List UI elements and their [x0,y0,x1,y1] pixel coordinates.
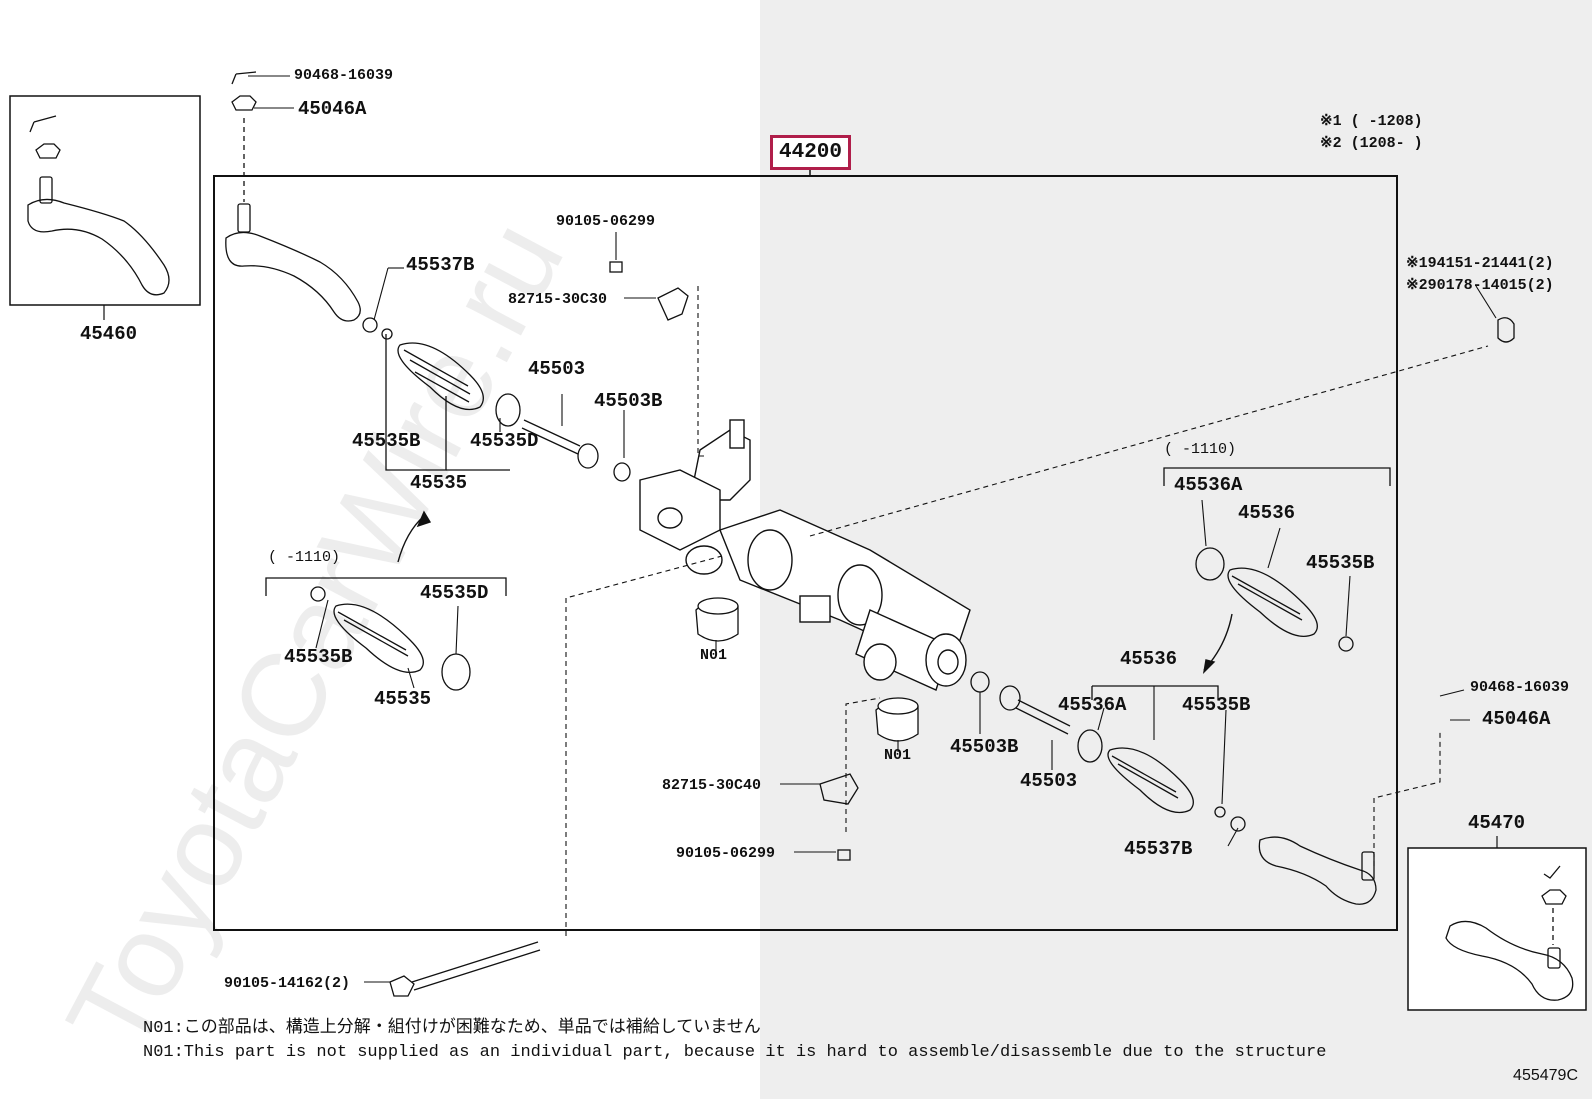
arrow-icon [397,510,1233,675]
part-90468-16039-top[interactable]: 90468-16039 [294,67,394,84]
part-45535d-inset[interactable]: 45535D [420,582,489,604]
assembly-frame [213,175,1398,931]
part-90105-06299-bottom[interactable]: 90105-06299 [676,845,776,862]
bracket-icon [389,261,859,997]
part-45537b-right[interactable]: 45537B [1124,838,1193,860]
legend-line-1: ※1 ( -1208) [1320,113,1423,130]
part-45503-lower[interactable]: 45503 [1020,770,1078,792]
part-45535-inset[interactable]: 45535 [374,688,432,710]
part-45536-right[interactable]: 45536 [1238,502,1296,524]
part-45537b-left[interactable]: 45537B [406,254,475,276]
tie-rod-end-icon [27,115,170,296]
range-label-left: ( -1110) [268,549,341,566]
steering-gear-housing-icon [639,419,971,691]
part-45503b-left[interactable]: 45503B [594,390,663,412]
part-90468-16039-right[interactable]: 90468-16039 [1470,679,1570,696]
part-45535-left[interactable]: 45535 [410,472,468,494]
part-45536-lower[interactable]: 45536 [1120,648,1178,670]
note-en: N01:This part is not supplied as an indi… [143,1043,1327,1062]
part-45535b-right[interactable]: 45535B [1306,552,1375,574]
leader-lines [248,75,1497,983]
part-45503b-lower[interactable]: 45503B [950,736,1019,758]
part-n01-b[interactable]: N01 [884,747,912,764]
part-note-1[interactable]: ※194151-21441(2) [1406,255,1554,272]
tie-rod-end-left-icon [225,71,393,340]
part-45503-left[interactable]: 45503 [528,358,586,380]
part-45536a-right[interactable]: 45536A [1174,474,1243,496]
part-45046a-right[interactable]: 45046A [1482,708,1551,730]
part-82715-30c30[interactable]: 82715-30C30 [508,291,608,308]
tie-rod-end-icon [1445,865,1574,1001]
bushing-icon [695,597,919,742]
main-part-number[interactable]: 44200 [770,135,852,170]
part-n01-a[interactable]: N01 [700,647,728,664]
group-bracket [265,334,1391,700]
part-45535b-left[interactable]: 45535B [352,430,421,452]
part-82715-30c40[interactable]: 82715-30C40 [662,777,762,794]
part-90105-14162[interactable]: 90105-14162(2) [224,975,351,992]
part-45535b-lower[interactable]: 45535B [1182,694,1251,716]
range-label-right: ( -1110) [1164,441,1237,458]
legend-line-2: ※2 (1208- ) [1320,135,1423,152]
inner-tie-rod-left-icon [521,419,631,482]
boot-right-icon [1195,547,1354,652]
part-45535b-inset[interactable]: 45535B [284,646,353,668]
inset-box-right [1407,847,1587,1011]
note-jp: N01:この部品は、構造上分解・組付けが困難なため、単品では補給していません [143,1019,761,1038]
figure-id: 455479C [1513,1067,1578,1084]
part-45460[interactable]: 45460 [80,323,138,345]
part-45535d-left[interactable]: 45535D [470,430,539,452]
part-45046a-top[interactable]: 45046A [298,98,367,120]
part-90105-06299-top[interactable]: 90105-06299 [556,213,656,230]
boot-left-icon [397,342,521,427]
part-45470[interactable]: 45470 [1468,812,1526,834]
assembly-dashed-lines [565,286,1489,936]
right-boot-and-rod-icon [970,317,1515,905]
part-note-2[interactable]: ※290178-14015(2) [1406,277,1554,294]
part-45536a-lower[interactable]: 45536A [1058,694,1127,716]
